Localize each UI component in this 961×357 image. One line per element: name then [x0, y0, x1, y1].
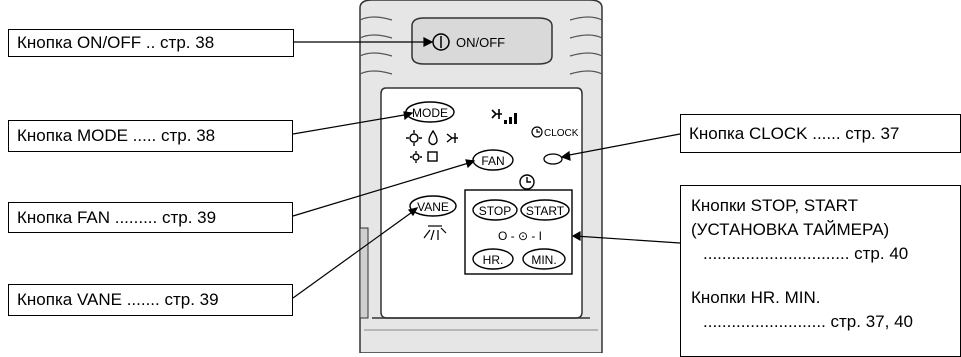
label-fan: Кнопка FAN ......... стр. 39: [8, 202, 293, 233]
mode-icons: [406, 129, 458, 163]
label-timer-line1: Кнопки STOP, START: [691, 196, 858, 215]
start-button-text: START: [526, 204, 565, 218]
fan-button[interactable]: FAN: [472, 149, 514, 171]
auto-icon: [427, 151, 438, 162]
stop-button[interactable]: STOP: [472, 199, 518, 221]
vane-button-text: VANE: [417, 200, 449, 214]
label-hrmin-line1: Кнопки HR. MIN.: [691, 288, 821, 307]
clock-text: CLOCK: [544, 128, 579, 139]
label-timer-buttons: Кнопки STOP, START (УСТАНОВКА ТАЙМЕРА) .…: [680, 185, 961, 357]
leader-timer: [574, 235, 681, 244]
heat-icon: [409, 133, 419, 143]
start-button[interactable]: START: [520, 199, 570, 221]
label-fan-text: Кнопка FAN ......... стр. 39: [17, 207, 217, 227]
leader-clock: [563, 133, 681, 157]
label-vane: Кнопка VANE ....... стр. 39: [8, 284, 293, 316]
label-onoff: Кнопка ON/OFF .. стр. 38: [8, 29, 294, 57]
min-button-text: MIN.: [531, 253, 556, 267]
mode-button-text: MODE: [412, 106, 448, 120]
vane-icon: [423, 225, 447, 241]
leader-vane: [292, 209, 416, 299]
leader-lines: [292, 37, 681, 299]
label-timer-line3: ............................... стр. 40: [703, 244, 909, 263]
min-button[interactable]: MIN.: [522, 248, 566, 270]
leader-fan: [292, 161, 473, 217]
timer-icon: [519, 174, 535, 190]
label-timer-line2: (УСТАНОВКА ТАЙМЕРА): [691, 220, 890, 239]
onoff-button-text: ON/OFF: [456, 35, 505, 50]
vane-button[interactable]: VANE: [409, 195, 457, 217]
label-vane-text: Кнопка VANE ....... стр. 39: [17, 290, 219, 309]
leader-mode: [292, 113, 411, 135]
label-hrmin-line2: .......................... стр. 37, 40: [703, 312, 913, 331]
label-clock: Кнопка CLOCK ...... стр. 37: [680, 114, 961, 153]
fan-speed-icon: [491, 109, 517, 124]
timer-symbols: O - ⊙ - I: [498, 229, 542, 243]
label-mode: Кнопка MODE ..... стр. 38: [8, 120, 293, 152]
fan-button-text: FAN: [481, 154, 504, 168]
fan-mode-icon: [446, 133, 458, 143]
label-mode-text: Кнопка MODE ..... стр. 38: [17, 126, 216, 145]
clock-button[interactable]: [543, 153, 563, 165]
clock-indicator: CLOCK: [531, 126, 579, 139]
hr-button[interactable]: HR.: [472, 248, 514, 270]
hr-button-text: HR.: [483, 253, 504, 267]
clock-icon: [531, 126, 543, 138]
drop-icon: [428, 129, 438, 146]
sun-icon: [412, 153, 420, 161]
mode-button[interactable]: MODE: [405, 101, 455, 123]
label-clock-text: Кнопка CLOCK ...... стр. 37: [689, 123, 900, 143]
label-onoff-text: Кнопка ON/OFF .. стр. 38: [17, 33, 215, 52]
onoff-button[interactable]: ON/OFF: [411, 17, 553, 65]
stop-button-text: STOP: [479, 204, 511, 218]
